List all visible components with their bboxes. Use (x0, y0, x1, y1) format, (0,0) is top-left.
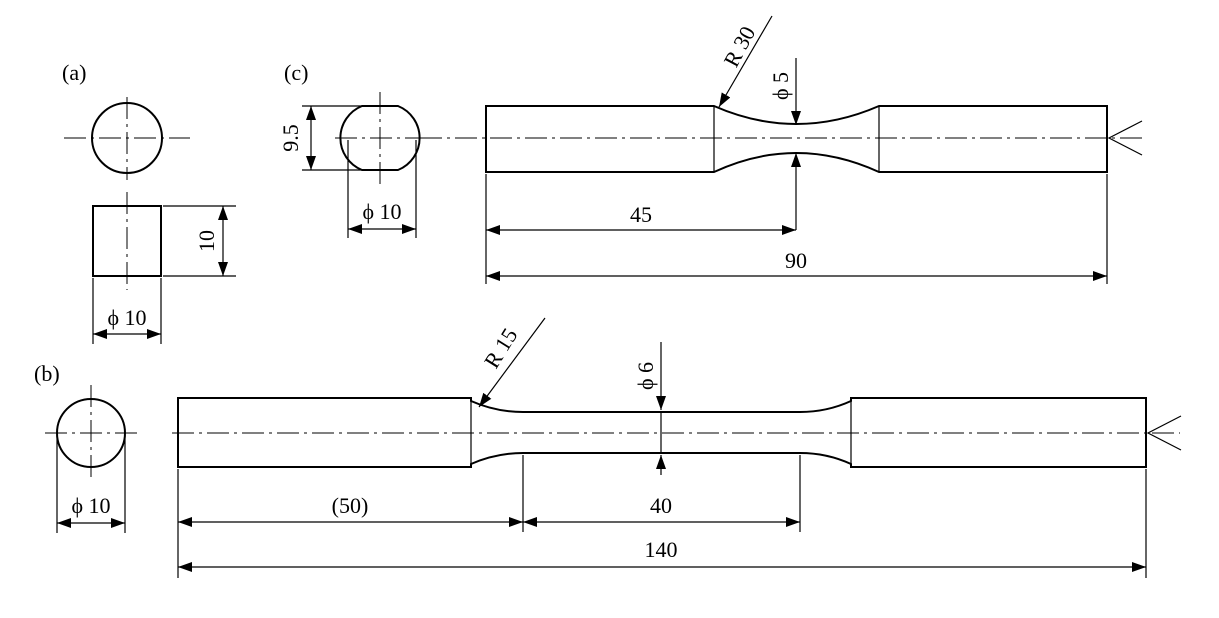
panel-c-end-diameter-dimension: ϕ 10 (347, 140, 417, 238)
panel-b-total-length-dimension: 140 (178, 469, 1147, 578)
panel-a-diameter-dimension: ϕ 10 (92, 278, 162, 344)
panel-c-radius-leader: R 30 (718, 15, 773, 108)
panel-a-side-view (92, 192, 162, 290)
panel-c-label: (c) (284, 60, 308, 85)
panel-b-end-chevron (1146, 415, 1182, 451)
panel-b-total-length-label: 140 (645, 537, 678, 562)
panel-c-total-length-dimension: 90 (486, 174, 1108, 284)
panel-c-end-profile (339, 105, 421, 171)
panel-c-neck-diameter-label: ϕ 5 (768, 72, 793, 100)
panel-a-height-label: 10 (194, 230, 219, 252)
panel-c-end-chevron (1107, 120, 1143, 156)
panel-c-end-diameter-label: ϕ 10 (362, 199, 401, 224)
panel-b-label: (b) (34, 361, 60, 386)
panel-b-gauge-diameter-label: ϕ 6 (633, 362, 658, 390)
panel-a: (a) 10 ϕ 10 (62, 60, 236, 344)
panel-b-radius-label: R 15 (479, 324, 523, 373)
panel-a-diameter-label: ϕ 10 (107, 305, 146, 330)
panel-b-radius-leader: R 15 (478, 317, 546, 408)
panel-b-gauge-dimensions: (50) 40 (177, 455, 801, 578)
panel-c: (c) 9.5 ϕ 10 (278, 15, 1145, 284)
panel-c-flat-height-label: 9.5 (278, 124, 303, 152)
panel-c-total-length-label: 90 (785, 248, 807, 273)
panel-c-half-length-dimension: 45 (485, 174, 796, 284)
panel-c-side-view (420, 105, 1145, 173)
panel-c-half-length-label: 45 (630, 202, 652, 227)
panel-a-height-dimension: 10 (163, 205, 236, 277)
panel-b-shoulder-length-label: (50) (332, 493, 369, 518)
panel-b-specimen-body (177, 397, 1147, 468)
panel-b-end-diameter-dimension: ϕ 10 (56, 435, 126, 533)
panel-c-specimen-body (485, 105, 1108, 173)
panel-b-end-diameter-label: ϕ 10 (71, 493, 110, 518)
panel-b-gauge-diameter-dimension: ϕ 6 (633, 342, 666, 475)
panel-a-end-view (64, 97, 190, 180)
panel-b: (b) ϕ 10 R 15 (34, 317, 1182, 578)
panel-b-side-view (172, 397, 1182, 468)
panel-a-label: (a) (62, 60, 86, 85)
leader-line (478, 317, 546, 408)
panel-b-end-view (45, 385, 140, 478)
panel-b-gauge-length-label: 40 (650, 493, 672, 518)
leader-line (718, 15, 773, 108)
panel-c-neck-dimension: ϕ 5 (768, 58, 801, 230)
panel-c-flat-height-dimension: 9.5 (278, 105, 372, 171)
